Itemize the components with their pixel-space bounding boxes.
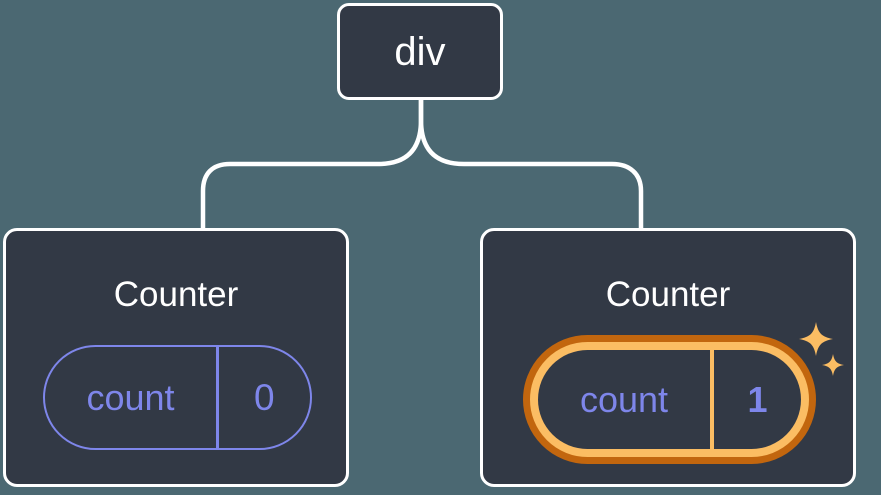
pill-divider bbox=[710, 350, 714, 449]
pill-divider bbox=[216, 347, 219, 448]
state-pill-highlighted: count 1 bbox=[523, 335, 816, 464]
counter-title: Counter bbox=[113, 275, 239, 314]
counter-title: Counter bbox=[605, 275, 731, 314]
counter-card-right: Counter count 1 bbox=[480, 228, 856, 487]
sparkle-icon-small bbox=[822, 354, 844, 376]
connector-right-branch bbox=[418, 100, 644, 229]
sparkle-icon-large bbox=[799, 322, 833, 356]
state-name-label: count bbox=[86, 376, 175, 418]
root-node-div: div bbox=[337, 3, 503, 100]
state-value: 1 bbox=[747, 378, 768, 420]
state-pill-inner: count 1 bbox=[538, 350, 801, 449]
state-pill: count 0 bbox=[43, 345, 312, 450]
connector-left-branch bbox=[200, 100, 424, 229]
root-node-label: div bbox=[394, 29, 446, 74]
state-name-label: count bbox=[579, 378, 669, 420]
state-value: 0 bbox=[253, 376, 275, 418]
counter-card-left: Counter count 0 bbox=[3, 228, 349, 487]
